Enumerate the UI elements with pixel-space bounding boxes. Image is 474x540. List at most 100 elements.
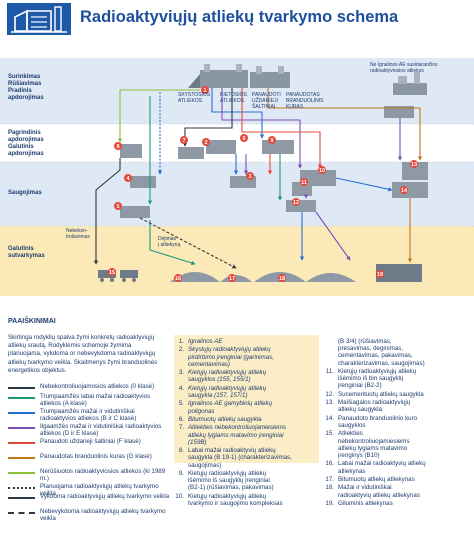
legend-line-row: Trumpaamžės mažai ir vidutiniškai radioa…	[8, 408, 168, 422]
legend-item-text: Kietųjų radioaktyviųjų atliekų saugykla …	[188, 384, 267, 399]
svg-text:9: 9	[270, 138, 273, 144]
badge-19: 19	[376, 270, 384, 278]
badge-15: 15	[108, 268, 116, 276]
band-label-surinkimas: Surinkimas Rūšiavimas Pradinis apdorojim…	[8, 74, 44, 101]
badge-3: 3	[246, 172, 254, 180]
badge-12: 12	[292, 198, 300, 206]
block-4	[130, 176, 156, 188]
svg-text:18: 18	[279, 276, 285, 282]
legend-item-text: Labai mažai radioaktyvių atliekų saugykl…	[188, 447, 292, 469]
svg-text:5: 5	[116, 204, 119, 210]
svg-text:7: 7	[182, 138, 185, 144]
legend-line-swatch	[8, 472, 35, 474]
legend-line-swatch	[8, 387, 35, 389]
legend-item-number: 10.	[175, 492, 184, 500]
svg-text:4: 4	[126, 176, 130, 182]
header: Radioaktyviųjų atliekų tvarkymo schema	[0, 0, 474, 38]
svg-text:3: 3	[248, 174, 251, 180]
legend-item-text: Kietųjų radioaktyviųjų atliekų tvarkymo …	[188, 492, 283, 507]
svg-text:11: 11	[301, 180, 307, 186]
legend-item-number: 18.	[325, 484, 334, 492]
legend-line-swatch	[8, 457, 35, 459]
legend-line-label: Trumpaamžės labai mažai radioaktyvios at…	[40, 393, 151, 408]
dome-18b	[306, 273, 356, 282]
legend-item-number: 6.	[178, 416, 184, 423]
svg-text:12: 12	[293, 200, 299, 206]
badge-18: 18	[278, 274, 286, 282]
legend-item-text: Kietųjų radioaktyviųjų atliekų saugyklos…	[188, 369, 267, 384]
legend-item-text: Ignalinos AE gamybinių atliekų poligonas	[188, 400, 273, 415]
legend-line-row: Nebekontroliuojamosios atliekos (0 klasė…	[8, 383, 168, 393]
page-title: Radioaktyviųjų atliekų tvarkymo schema	[80, 8, 399, 26]
badge-6: 6	[240, 134, 248, 142]
legend-item-number: 7.	[178, 424, 184, 432]
legend-line-swatch	[8, 442, 35, 444]
legend-line-swatch	[8, 497, 35, 499]
band-galutinis	[0, 226, 474, 296]
legend-line-row: Nerūšiuotos radioaktyviosios atliekos (k…	[8, 468, 168, 482]
block-ext	[384, 106, 414, 118]
legend-line-row: Panaudotas branduolinis kuras (G klasė)	[8, 453, 168, 463]
legend-item-number: 19.	[325, 500, 334, 507]
block-5	[120, 206, 150, 218]
badge-8: 8	[114, 142, 122, 150]
legend-line-swatch	[8, 512, 35, 514]
legend-line-row: Nebevykdoma radioaktyviųjų atliekų tvark…	[8, 508, 168, 522]
svg-text:6: 6	[242, 136, 245, 142]
dome-16	[170, 272, 220, 282]
svg-text:10: 10	[319, 168, 325, 174]
badge-17: 17	[228, 274, 236, 282]
block-11	[292, 182, 312, 196]
legend-item-number: 3.	[178, 369, 184, 377]
legend-item-number: 12.	[325, 390, 334, 398]
badge-14: 14	[400, 186, 408, 194]
svg-text:13: 13	[411, 162, 417, 168]
legend-line-row: Ilgaamžės mažai ir vidutiniškai radioakt…	[8, 423, 168, 437]
legend-line-swatch	[8, 412, 35, 414]
legend-item-number: 16.	[325, 460, 334, 468]
legend-item-number: 17.	[325, 476, 334, 483]
legend-item-text: Atliekties nebekontroliuojamiesiems atli…	[188, 424, 287, 446]
legend-item-number: 4.	[178, 384, 184, 392]
legend-item-number: 15.	[325, 430, 334, 438]
legend-item-text: Atliekties nebekontroliuojamiesiems atli…	[338, 430, 410, 459]
band-label-galutinis: Galutinis sutvarkymas	[8, 246, 45, 259]
legend-item-number: 9.	[178, 470, 184, 477]
legend-intro: Skirtinga rodyklių spalva žymi konkretų …	[8, 334, 158, 374]
legend-title: PAAIŠKINIMAI	[8, 318, 56, 325]
band-pagrindinis	[0, 124, 474, 162]
badge-4: 4	[124, 174, 132, 182]
badge-9: 9	[268, 136, 276, 144]
svg-text:15: 15	[109, 270, 115, 276]
legend-item-number: 11.	[325, 368, 334, 375]
block-12	[286, 200, 316, 212]
badge-13: 13	[410, 160, 418, 168]
legend-line-label: Panaudoti uždarieji šaltiniai (F klasė)	[40, 438, 141, 445]
badge-7: 7	[180, 136, 188, 144]
band-label-saugojimas: Saugojimas	[8, 190, 42, 196]
block-14	[392, 182, 428, 198]
source-label-kuras: PANAUDOTAS BRANDUOLINIS KURAS	[286, 92, 324, 110]
block-mid-a	[206, 140, 236, 154]
badge-16: 16	[174, 274, 182, 282]
legend-item-text: Panaudoto branduolinio kuro saugyklos	[338, 414, 418, 429]
legend-item-text: Giluminis atliekynas	[338, 500, 393, 507]
legend-line-label: Panaudotas branduolinis kuras (G klasė)	[40, 453, 152, 460]
legend-item-text: Skystųjų radioaktyviųjų atliekų pirdirbi…	[188, 346, 274, 368]
badges: 1 2 3 4 5 6 7 8 9 10 11 12 13 14 15 16 1…	[108, 86, 418, 282]
legend-line-label: Vykdoma radioaktyviųjų atliekų tvarkymo …	[40, 493, 170, 500]
legend-highlight-box	[174, 335, 319, 463]
legend-item-number: 1.	[178, 338, 184, 345]
badge-2: 2	[202, 138, 210, 146]
svg-text:14: 14	[401, 188, 408, 194]
svg-text:1: 1	[203, 88, 206, 94]
trucks-icon	[98, 270, 138, 282]
svg-text:17: 17	[229, 276, 235, 282]
legend-line-label: Nebekontroliuojamosios atliekos (0 klasė…	[40, 383, 155, 390]
label-dejimas: Dėjimas į atliekyną	[158, 236, 181, 248]
legend-item-number: 14.	[325, 414, 334, 422]
legend-line-label: Planuojama radioaktyviųjų atliekų tvarky…	[40, 483, 159, 498]
svg-text:2: 2	[204, 140, 207, 146]
plant-2-icon	[250, 66, 290, 88]
block-13	[402, 162, 428, 180]
